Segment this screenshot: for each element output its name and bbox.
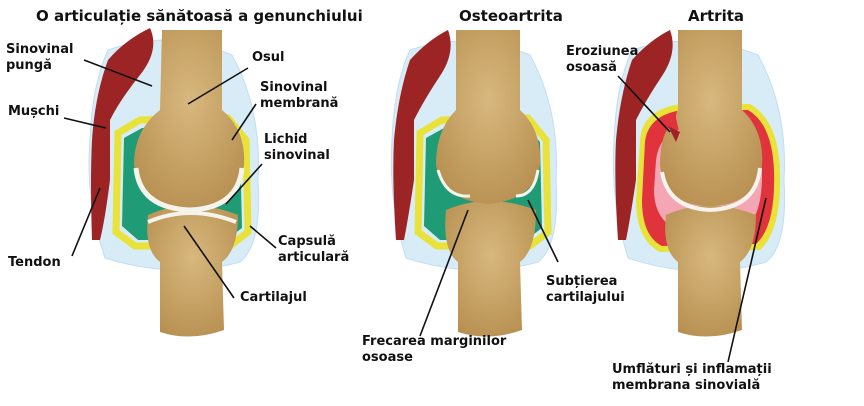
- label-frecarea: Frecarea marginilor osoase: [362, 334, 507, 365]
- thin-cartilage: [436, 169, 471, 198]
- leader-muschi: [63, 117, 107, 129]
- leader-cartilajul: [183, 225, 235, 299]
- cartilage-lower: [147, 211, 237, 224]
- muscle: [393, 30, 451, 240]
- leader-lines: [63, 59, 767, 363]
- leader-umflaturi: [727, 197, 767, 363]
- thin-cartilage-right: [515, 169, 540, 198]
- label-sinovinal-membrana: Sinovinal membrană: [260, 80, 339, 111]
- leader-tendon: [71, 187, 101, 257]
- muscle: [615, 30, 673, 240]
- label-tendon: Tendon: [8, 255, 61, 270]
- cartilage: [660, 167, 762, 213]
- healthy-knee: [88, 28, 260, 337]
- title-healthy: O articulație sănătoasă a genunchiului: [36, 7, 363, 25]
- label-umflaturi: Umflături și inflamații membrana sinovia…: [612, 362, 772, 393]
- label-lichid-sinovinal: Lichid sinovinal: [264, 132, 330, 163]
- leader-capsula: [249, 225, 277, 249]
- upper-bone: [436, 30, 541, 204]
- leader-subtierea: [527, 199, 559, 263]
- leader-eroziunea: [617, 75, 671, 133]
- leader-frecarea: [419, 209, 469, 337]
- label-cartilajul: Cartilajul: [240, 290, 307, 305]
- lower-bone: [665, 205, 756, 337]
- label-subtierea: Subțierea cartilajului: [546, 274, 625, 305]
- lower-bone: [147, 205, 238, 337]
- leader-sinovial-punga: [83, 59, 153, 87]
- label-eroziunea: Eroziunea osoasă: [566, 44, 639, 75]
- leader-sinovinal-membrana: [231, 103, 257, 141]
- osteoarthritis-knee: [390, 30, 558, 337]
- leader-osul: [187, 67, 249, 105]
- lower-bone: [445, 201, 536, 337]
- title-arthritis: Artrita: [688, 7, 745, 25]
- upper-bone: [660, 30, 763, 206]
- title-osteoarthritis: Osteoartrita: [459, 7, 563, 25]
- label-osul: Osul: [252, 50, 285, 65]
- cartilage: [133, 167, 245, 213]
- label-sinovial-punga: Sinovinal pungă: [6, 42, 74, 73]
- bone-erosion: [668, 126, 680, 142]
- label-muschi: Mușchi: [8, 104, 60, 119]
- arthritis-knee: [612, 30, 786, 337]
- leader-lichid: [225, 163, 263, 205]
- muscle: [91, 28, 154, 240]
- label-capsula-articulara: Capsulă articulară: [278, 234, 350, 265]
- upper-bone: [134, 30, 245, 208]
